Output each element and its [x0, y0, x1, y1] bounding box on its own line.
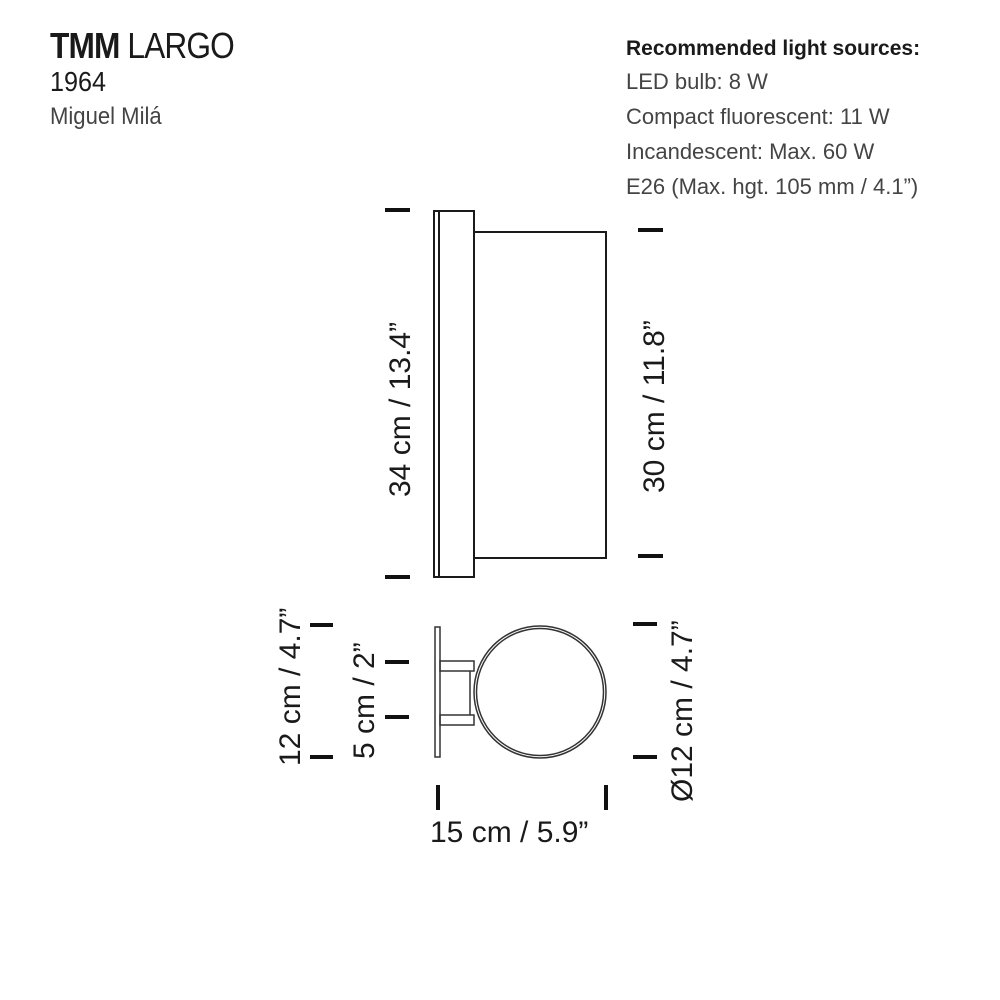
shade-outline — [473, 231, 607, 559]
product-name-bold: TMM — [50, 25, 120, 66]
light-source-item: Compact fluorescent: 11 W — [626, 104, 890, 129]
product-name-light: LARGO — [127, 25, 234, 66]
designer-name: Miguel Milá — [50, 103, 162, 130]
plan-view — [434, 625, 607, 759]
title-block: TMM LARGO 1964 Miguel Milá — [50, 26, 259, 134]
side-view-ticks — [385, 208, 663, 579]
base-height-label: 12 cm / 4.7” — [274, 608, 307, 766]
plan-view-ticks — [310, 622, 657, 810]
total-height-label: 34 cm / 13.4” — [384, 322, 417, 497]
arm-top — [439, 660, 475, 672]
shade-height-label: 30 cm / 11.8” — [638, 320, 671, 493]
wall-plate-plan — [434, 626, 441, 758]
light-source-item: LED bulb: 8 W — [626, 69, 768, 94]
product-title: TMM LARGO — [50, 25, 235, 66]
depth-label: 15 cm / 5.9” — [430, 816, 588, 849]
product-year: 1964 — [50, 66, 107, 97]
shade-circle-outer — [473, 625, 607, 759]
light-source-item: E26 (Max. hgt. 105 mm / 4.1”) — [626, 174, 919, 199]
light-sources-heading: Recommended light sources: — [626, 37, 921, 60]
diameter-label: Ø12 cm / 4.7” — [666, 620, 699, 802]
arm-bottom — [439, 714, 475, 726]
arm-height-label: 5 cm / 2” — [348, 642, 381, 759]
light-source-item: Incandescent: Max. 60 W — [626, 139, 875, 164]
light-sources-panel: Recommended light sources: LED bulb: 8 W… — [626, 34, 920, 204]
shade-circle-inner — [475, 627, 605, 757]
side-view — [433, 210, 607, 578]
